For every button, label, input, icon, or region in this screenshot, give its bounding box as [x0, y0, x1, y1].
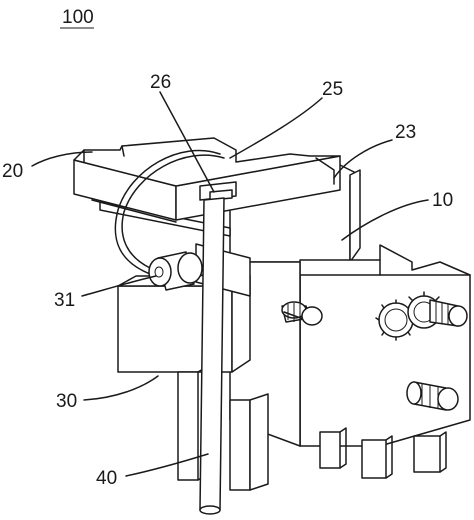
label-23: 23 — [395, 122, 416, 143]
label-20: 20 — [2, 161, 23, 182]
leader-10 — [341, 199, 429, 241]
label-26: 26 — [150, 72, 171, 93]
label-10: 10 — [432, 190, 453, 211]
rod-40 — [199, 197, 225, 515]
leader-30 — [83, 375, 159, 401]
leader-25 — [229, 97, 323, 159]
label-31: 31 — [54, 290, 75, 311]
knob-bottom-right — [406, 381, 459, 411]
curved-guide-25 — [114, 149, 221, 275]
roller-31 — [148, 251, 203, 291]
leader-20 — [31, 151, 93, 167]
knob-left — [281, 301, 323, 326]
label-25: 25 — [322, 79, 343, 100]
pin-26 — [199, 181, 237, 201]
label-30: 30 — [56, 391, 77, 412]
leader-26 — [159, 91, 215, 193]
leader-23 — [333, 139, 393, 179]
knob-top-right — [429, 299, 468, 327]
label-40: 40 — [96, 468, 117, 489]
curved-guide-25-inner — [121, 154, 225, 269]
figure-number: 100 — [62, 7, 94, 28]
leader-40 — [125, 453, 209, 477]
leader-31 — [81, 275, 157, 297]
